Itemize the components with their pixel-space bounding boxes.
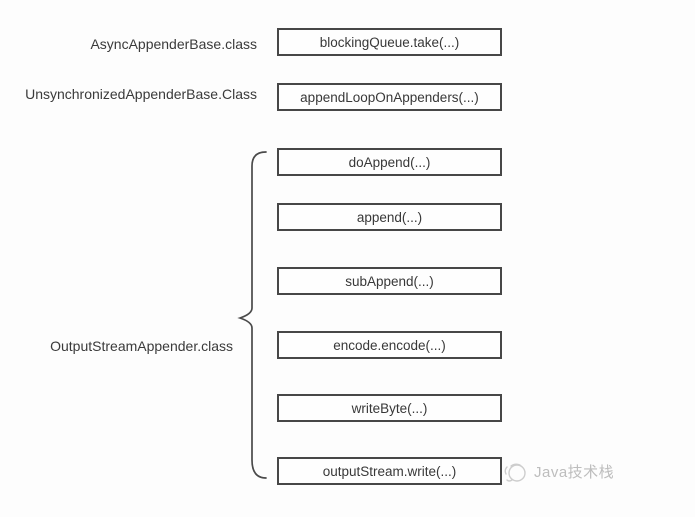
java-stack-logo-icon [504, 463, 526, 482]
method-box-output-stream-write: outputStream.write(...) [277, 457, 502, 485]
watermark: Java技术栈 [501, 457, 614, 485]
method-box-write-byte: writeByte(...) [277, 394, 502, 422]
method-box-append: append(...) [277, 203, 502, 231]
class-label-output-stream-appender: OutputStreamAppender.class [50, 338, 233, 354]
class-label-async-appender-base: AsyncAppenderBase.class [90, 36, 257, 52]
method-box-do-append: doAppend(...) [277, 148, 502, 176]
method-box-blocking-queue-take: blockingQueue.take(...) [277, 28, 502, 56]
method-box-sub-append: subAppend(...) [277, 267, 502, 295]
class-label-unsynchronized-appender-base: UnsynchronizedAppenderBase.Class [25, 86, 257, 102]
method-box-append-loop-on-appenders: appendLoopOnAppenders(...) [277, 83, 502, 111]
grouping-brace [237, 151, 267, 479]
watermark-text: Java技术栈 [534, 463, 615, 481]
method-box-encode-encode: encode.encode(...) [277, 331, 502, 359]
